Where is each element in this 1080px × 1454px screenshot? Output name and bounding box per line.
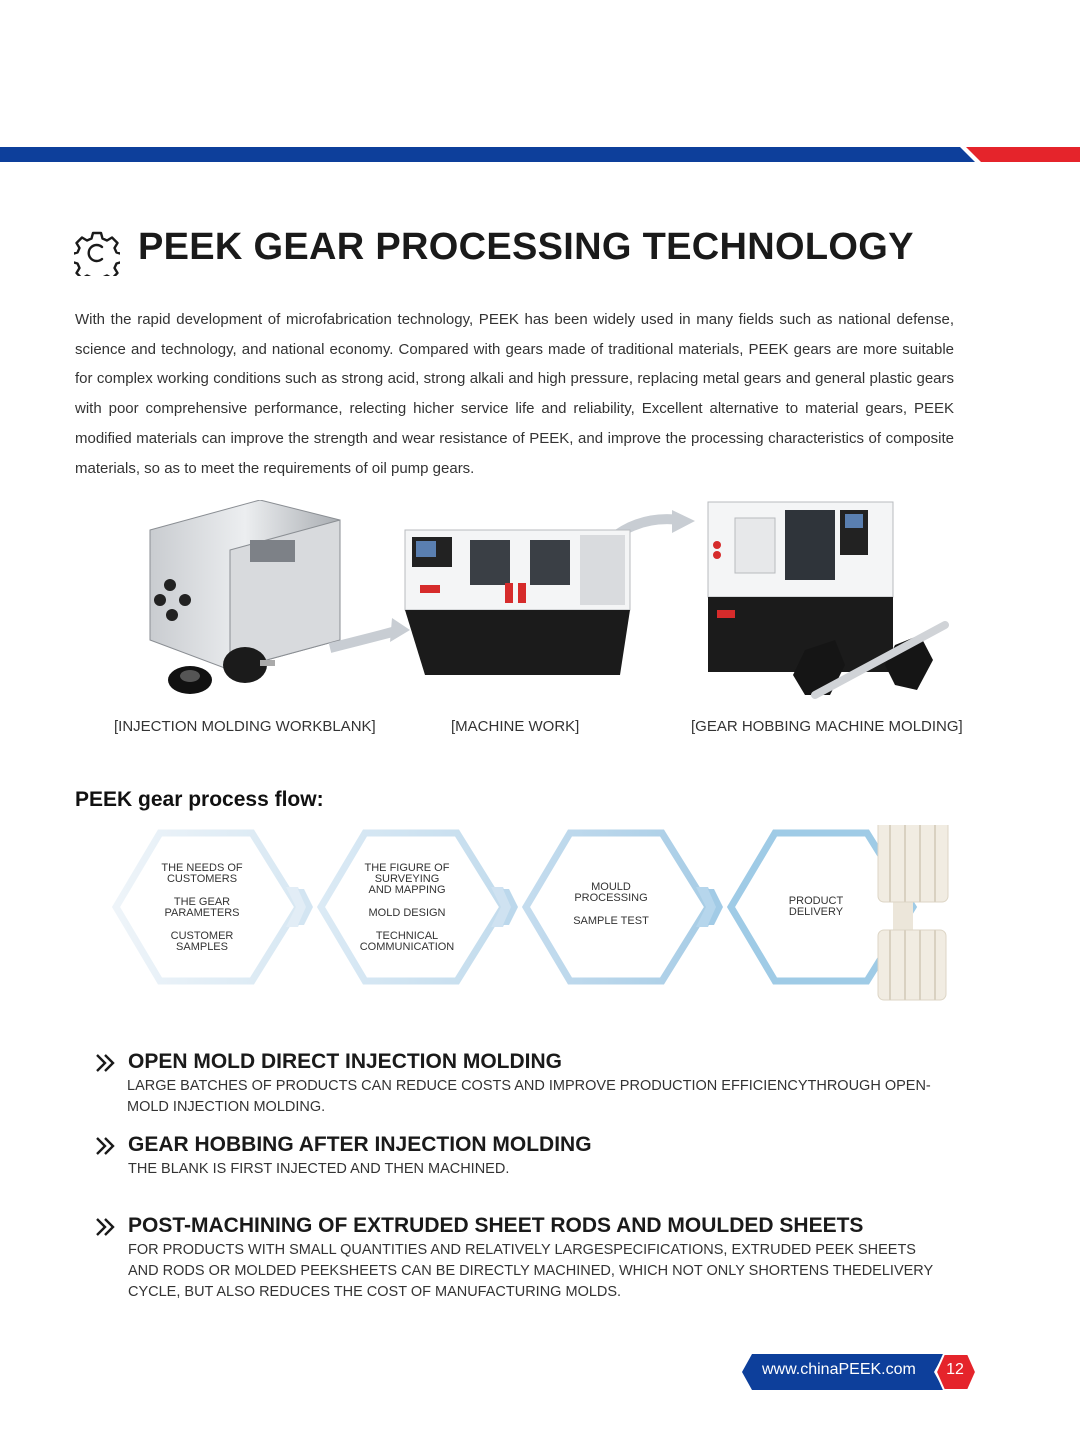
method-description: THE BLANK IS FIRST INJECTED AND THEN MAC… <box>128 1161 510 1177</box>
svg-text:THE GEAR: THE GEAR <box>174 896 230 908</box>
svg-text:AND MAPPING: AND MAPPING <box>368 884 445 896</box>
method-title: OPEN MOLD DIRECT INJECTION MOLDING <box>128 1050 563 1073</box>
cnc-lathe-image <box>404 510 695 675</box>
page-title: PEEK GEAR PROCESSING TECHNOLOGY <box>138 226 914 268</box>
flow-step-2-line: THE FIGURE OF <box>365 862 450 874</box>
svg-text:MOLD DESIGN: MOLD DESIGN <box>368 907 445 919</box>
website-link[interactable]: www.chinaPEEK.com <box>762 1361 916 1378</box>
svg-text:DELIVERY: DELIVERY <box>789 906 844 918</box>
svg-text:SAMPLE TEST: SAMPLE TEST <box>573 915 649 927</box>
double-chevron-icon <box>96 1054 115 1072</box>
svg-text:COMMUNICATION: COMMUNICATION <box>360 941 455 953</box>
svg-text:SAMPLES: SAMPLES <box>176 941 228 953</box>
method-title: POST-MACHINING OF EXTRUDED SHEET RODS AN… <box>128 1214 864 1237</box>
svg-text:CUSTOMER: CUSTOMER <box>171 930 234 942</box>
machine-caption: [MACHINE WORK] <box>451 718 580 735</box>
flow-step-4-line: PRODUCT <box>789 895 844 907</box>
svg-text:SURVEYING: SURVEYING <box>375 873 440 885</box>
process-flow-heading: PEEK gear process flow: <box>75 788 324 811</box>
flow-step-3-line: MOULD <box>591 881 631 893</box>
machine-caption: [GEAR HOBBING MACHINE MOLDING] <box>691 718 963 735</box>
footer-badge <box>742 1353 978 1391</box>
svg-text:PROCESSING: PROCESSING <box>574 892 647 904</box>
machine-caption: [INJECTION MOLDING WORKBLANK] <box>114 718 376 735</box>
gear-icon <box>74 231 120 276</box>
intro-paragraph: With the rapid development of microfabri… <box>75 311 954 477</box>
process-flow-diagram: THE NEEDS OF CUSTOMERS THE GEAR PARAMETE… <box>111 825 949 1001</box>
method-description: LARGE BATCHES OF PRODUCTS CAN REDUCE COS… <box>127 1078 931 1115</box>
svg-text:CUSTOMERS: CUSTOMERS <box>167 873 237 885</box>
double-chevron-icon <box>96 1137 115 1155</box>
page-number: 12 <box>946 1361 964 1378</box>
peek-gear-image <box>877 825 949 1001</box>
top-color-stripe <box>0 147 1080 162</box>
svg-text:PARAMETERS: PARAMETERS <box>165 907 240 919</box>
gear-hobbing-machine-image <box>707 501 949 699</box>
svg-text:TECHNICAL: TECHNICAL <box>376 930 438 942</box>
method-title: GEAR HOBBING AFTER INJECTION MOLDING <box>128 1133 592 1156</box>
flow-step-1-line: THE NEEDS OF <box>161 862 243 874</box>
double-chevron-icon <box>96 1218 115 1236</box>
method-description: FOR PRODUCTS WITH SMALL QUANTITIES AND R… <box>128 1242 933 1300</box>
injection-mold-image <box>149 500 410 694</box>
